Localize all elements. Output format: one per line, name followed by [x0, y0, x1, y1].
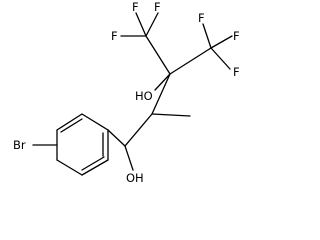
ring-bond-5	[81, 159, 109, 176]
bond-cf3left-f-top	[135, 12, 147, 37]
atom-label-oh-benzylic: OH	[126, 171, 144, 185]
atom-label-f5: F	[233, 29, 240, 43]
structure-canvas: F F F F F F HO OH Br	[13, 0, 240, 185]
cf3-group-right	[169, 23, 233, 75]
bond-c-cf3right	[169, 47, 212, 75]
ring-double-bond-inner-2	[81, 156, 105, 171]
atom-label-bromine: Br	[13, 138, 26, 152]
molecule-drawing: F F F F F F HO OH Br	[13, 0, 240, 185]
bond-ch-choh	[124, 113, 153, 147]
bond-ch-methyl	[151, 113, 191, 117]
ring-bond-2	[56, 113, 83, 131]
benzene-ring	[32, 113, 109, 176]
bond-choh-ring	[107, 129, 126, 147]
backbone	[107, 73, 191, 171]
ring-double-bond-inner-1	[60, 118, 83, 133]
bond-choh-oh	[124, 145, 134, 171]
bond-cf3left-f-right	[145, 12, 159, 37]
bond-c-cf3left	[145, 35, 171, 75]
bond-c-ch	[151, 73, 171, 115]
bond-c-oh-tertiary	[154, 73, 171, 91]
cf3-group-left	[120, 12, 171, 75]
atom-label-f4: F	[198, 11, 205, 25]
bond-cf3right-f-right	[210, 35, 233, 49]
bond-cf3right-f-top	[202, 23, 212, 49]
atom-label-f6: F	[233, 65, 240, 79]
ring-bond-4	[56, 159, 83, 176]
atom-label-f2: F	[154, 0, 161, 14]
ring-bond-1	[81, 113, 109, 131]
bond-cf3right-f-bottom	[210, 47, 231, 70]
atom-label-oh-tertiary: HO	[135, 89, 153, 103]
atom-label-f3: F	[111, 29, 118, 43]
atom-label-f1: F	[132, 0, 139, 14]
